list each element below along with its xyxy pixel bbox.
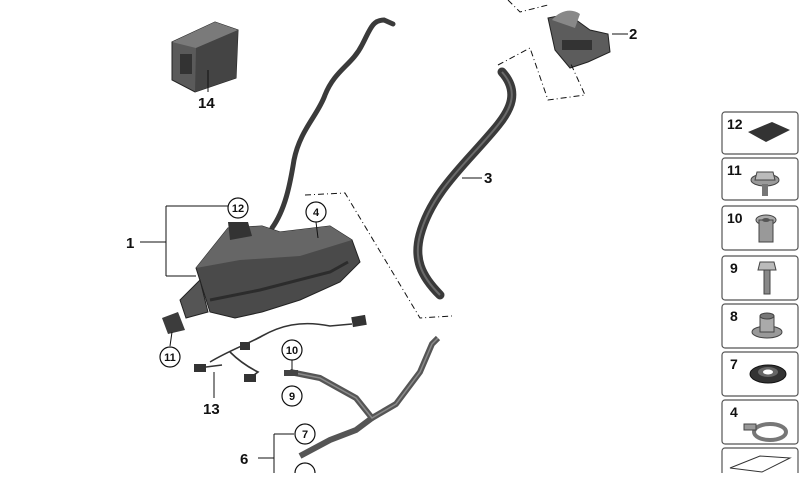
pump-connector[interactable]	[547, 10, 611, 69]
leader-line	[169, 331, 173, 347]
filler-hose[interactable]	[269, 17, 396, 231]
legend-number-9: 9	[730, 260, 738, 276]
bushing-icon	[751, 312, 783, 339]
label-part-13: 13	[203, 401, 220, 418]
label-part-6: 6	[240, 451, 248, 468]
legend-item-11[interactable]: 11	[721, 157, 799, 201]
legend-number-10: 10	[727, 210, 743, 226]
hose-clamp-icon	[743, 422, 788, 442]
callout-12: 12	[227, 197, 249, 219]
support-bracket[interactable]	[289, 335, 441, 459]
callout-partial	[294, 462, 316, 478]
partial-part-icon	[729, 455, 792, 473]
label-part-2: 2	[629, 26, 637, 43]
callout-7: 7	[294, 423, 316, 445]
legend-number-8: 8	[730, 308, 738, 324]
legend-item-4[interactable]: 4	[721, 399, 799, 445]
callout-10: 10	[281, 339, 303, 361]
legend-item-7[interactable]: 7	[721, 351, 799, 397]
hose-highlight	[416, 71, 513, 296]
legend-item-12[interactable]: 12	[721, 111, 799, 155]
legend-number-4: 4	[730, 404, 738, 420]
label-part-3: 3	[484, 170, 492, 187]
legend-item-9[interactable]: 9	[721, 255, 799, 301]
fastener-small	[284, 370, 298, 376]
dashed-guide	[507, 0, 549, 13]
wiring-harness[interactable]	[194, 314, 367, 382]
legend-number-12: 12	[727, 116, 743, 132]
legend-item-8[interactable]: 8	[721, 303, 799, 349]
legend-number-11: 11	[727, 162, 742, 178]
grommet-icon	[749, 364, 787, 384]
callout-4-text: 4	[313, 207, 320, 219]
label-part-1: 1	[126, 235, 134, 252]
callout-11: 11	[159, 346, 181, 368]
spacer-sleeve-icon	[755, 214, 777, 243]
control-unit[interactable]	[171, 21, 239, 93]
callout-7-text: 7	[302, 429, 308, 441]
callout-10-text: 10	[286, 345, 298, 357]
washer-tank[interactable]	[162, 222, 361, 334]
bracket-part-6	[258, 433, 294, 473]
hex-flange-bolt-icon	[750, 171, 780, 196]
hose-part-3[interactable]	[413, 67, 517, 300]
callout-9: 9	[281, 385, 303, 407]
legend-number-7: 7	[730, 356, 738, 372]
rubber-pad-icon	[748, 122, 790, 142]
bracket-part-1	[140, 205, 228, 277]
legend-item-10[interactable]: 10	[721, 205, 799, 251]
label-part-14: 14	[198, 95, 215, 112]
callout-4: 4	[305, 201, 327, 223]
dashed-guide	[497, 47, 586, 101]
parts-legend: 12 11 10 9	[721, 111, 799, 478]
callout-12-text: 12	[232, 203, 244, 215]
callout-9-text: 9	[289, 391, 295, 403]
leader-line	[315, 221, 319, 239]
callout-11-text: 11	[164, 352, 176, 364]
bolt-icon	[757, 261, 777, 295]
